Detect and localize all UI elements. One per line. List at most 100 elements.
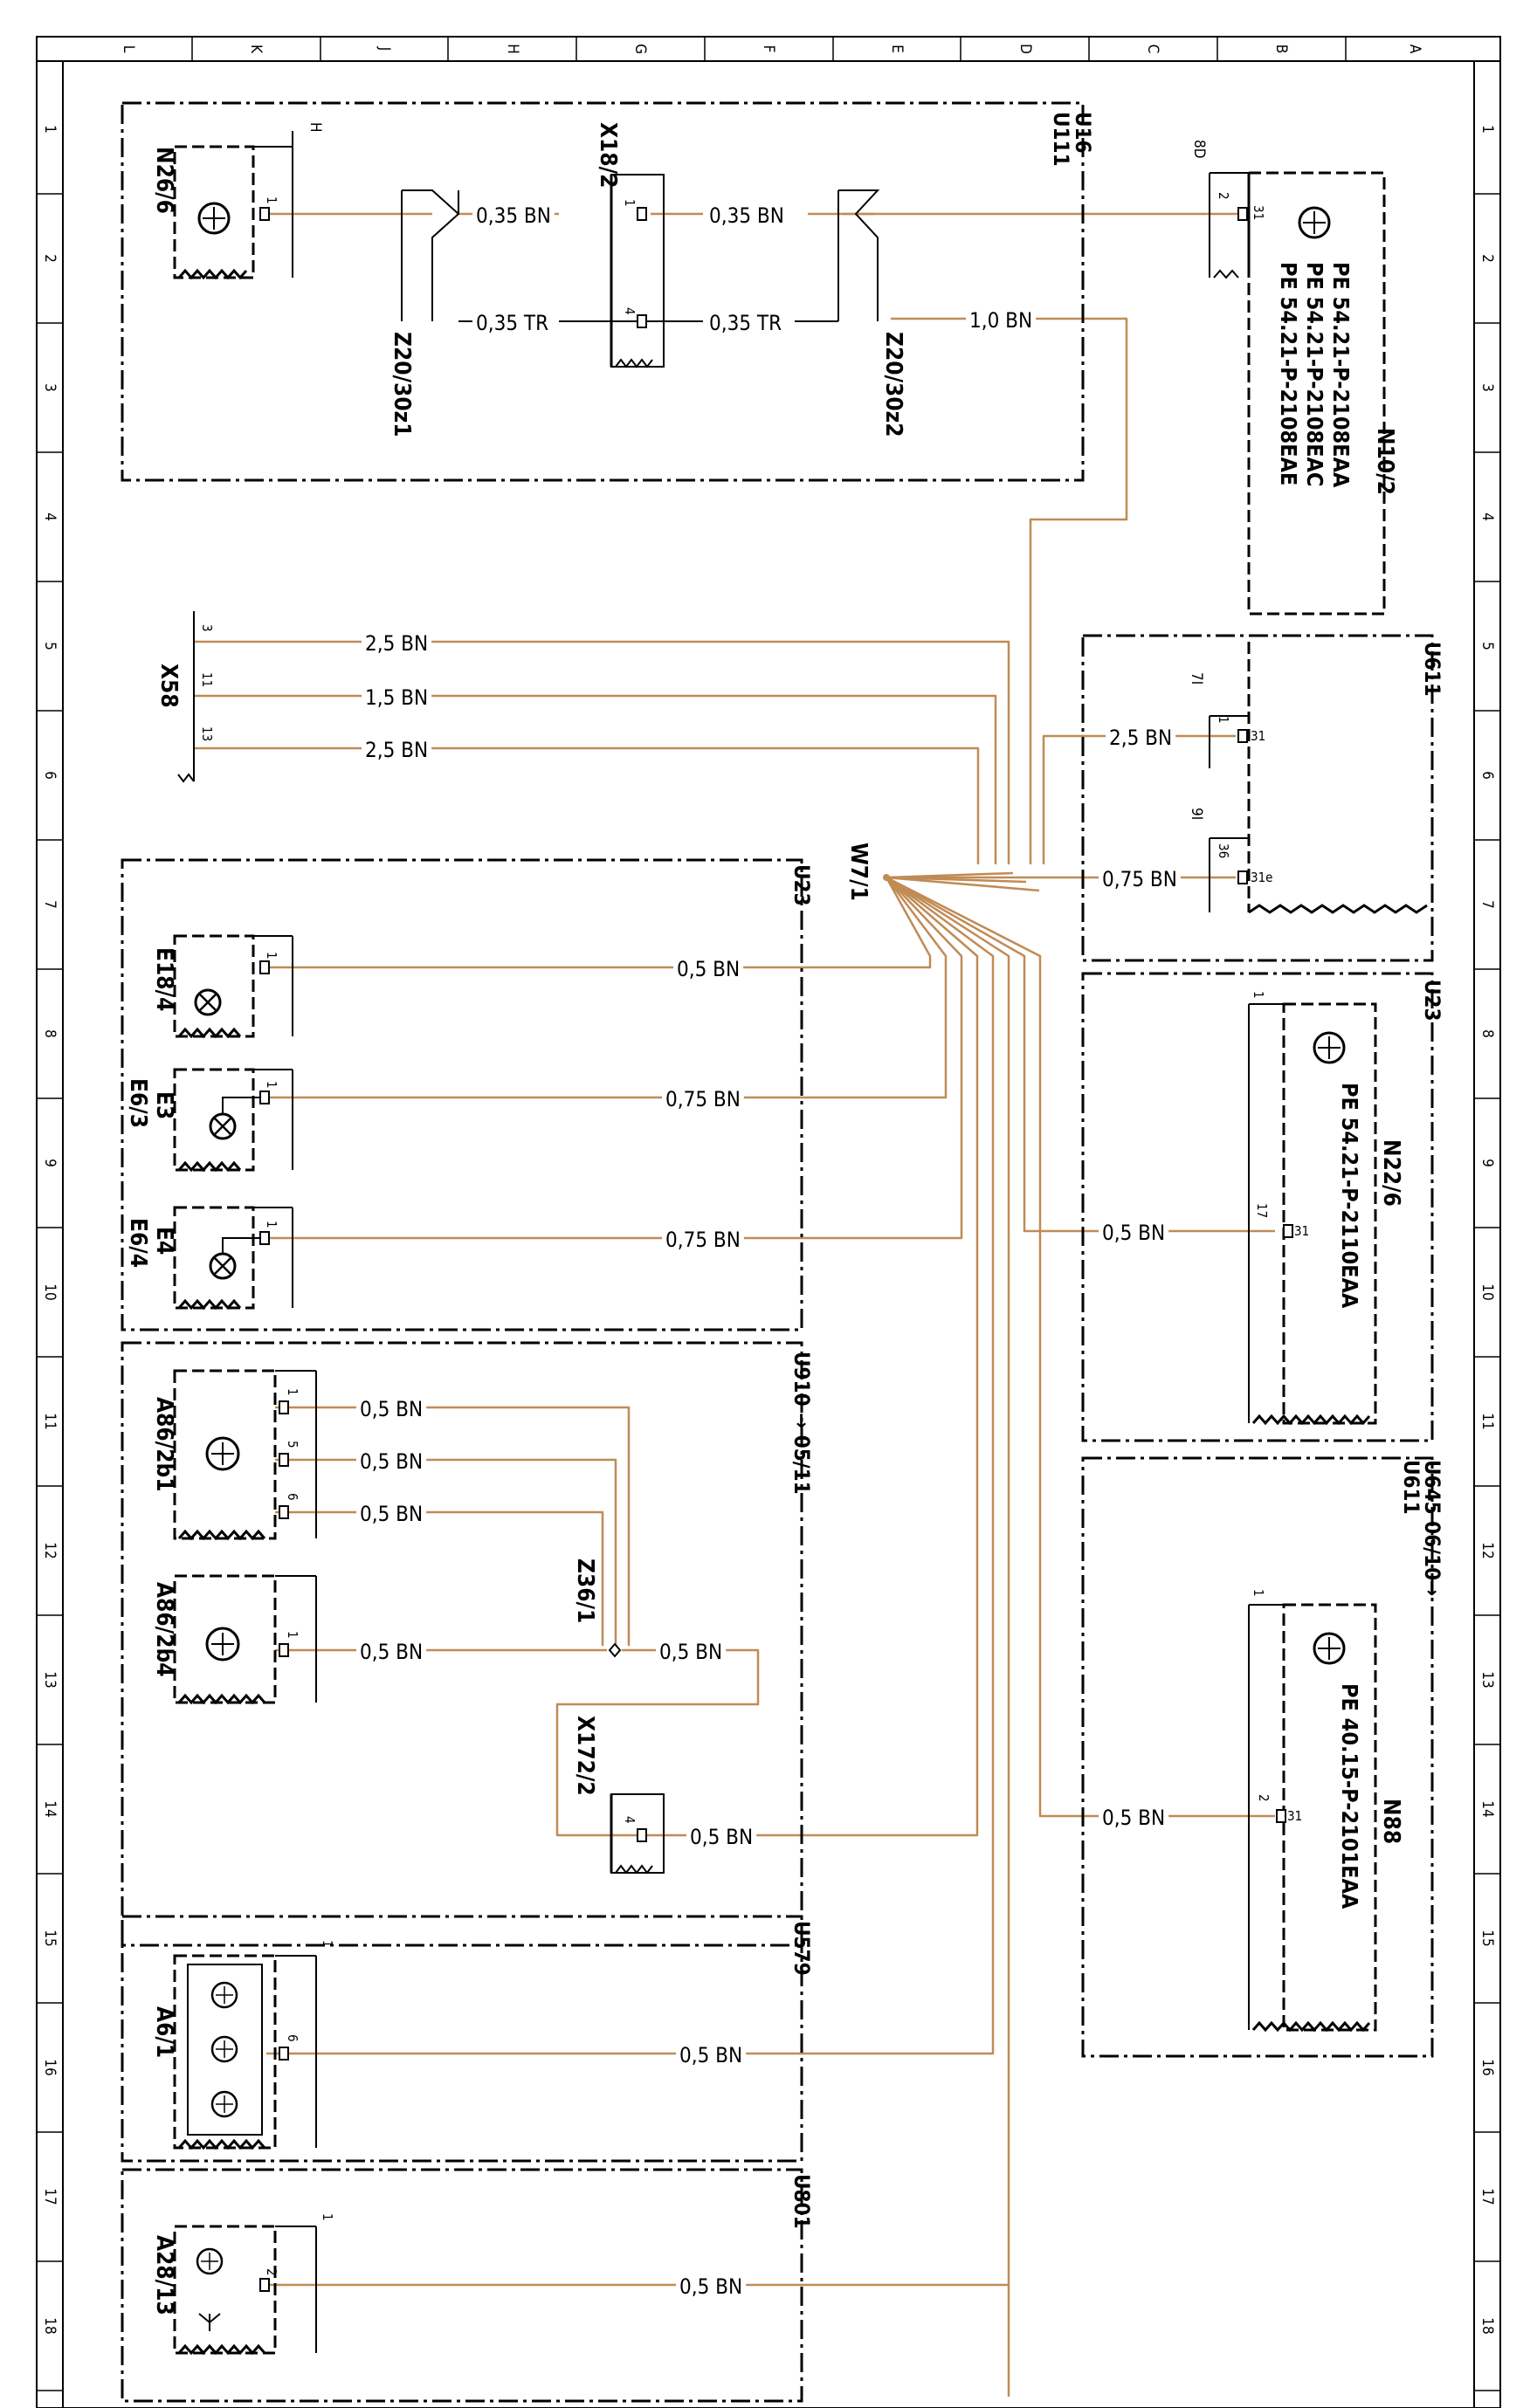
pin-label: 1 <box>285 1631 300 1639</box>
component-n22-6[interactable]: 1 17 31 N22/6 PE 54.21-P-2110EAA <box>1248 991 1404 1426</box>
wire-label-bg <box>356 1397 427 1421</box>
row-number: 7 <box>1478 900 1496 909</box>
wire-x58-13 <box>194 746 980 864</box>
col-letter: A <box>1406 45 1423 54</box>
row-number: 9 <box>1478 1159 1496 1167</box>
wire-label: 0,35 TR <box>709 311 782 335</box>
component-label: N10/2 <box>1372 428 1398 495</box>
splice-z20-30z1: Z20/30z1 <box>389 189 460 437</box>
lamp-e3[interactable]: 1 E3 E6/3 <box>125 1068 293 1173</box>
group-label-u611-b: U611 <box>1399 1460 1423 1515</box>
wire-label-bg <box>1099 1221 1169 1245</box>
wire-label: 0,35 TR <box>476 311 548 335</box>
wire-label-bg <box>362 631 432 656</box>
component-n88[interactable]: 1 2 31 N88 PE 40.15-P-2101EAA <box>1248 1589 1404 2033</box>
pin-label: 1 <box>622 199 638 207</box>
wire-label-bg <box>362 738 432 762</box>
wire-a86-6 <box>275 1510 604 1646</box>
component-label: E18/4 <box>151 947 177 1011</box>
pin-label: 11 <box>199 672 215 687</box>
terminal-label: 31 <box>1287 1808 1302 1824</box>
wire-u611-31 <box>1042 734 1236 864</box>
component-label: E6/3 <box>125 1078 151 1128</box>
module-a6-1[interactable]: 6 1 A6/1 <box>151 1940 335 2150</box>
row-number: 1 <box>41 125 59 134</box>
col-letter: C <box>1144 45 1161 54</box>
col-letter: L <box>120 45 137 53</box>
row-number: 13 <box>1478 1671 1496 1688</box>
wire-label-bg <box>673 957 744 981</box>
pin-label: 17 <box>1254 1203 1270 1218</box>
component-label: E4 <box>151 1227 177 1255</box>
connector-x18-2[interactable]: 1 4 X18/2 <box>595 122 703 368</box>
row-number: 6 <box>1478 771 1496 780</box>
component-label: N88 <box>1378 1799 1404 1844</box>
w7-1-fan <box>266 871 1275 2397</box>
lamp-e18-4[interactable]: 1 E18/4 <box>151 934 293 1039</box>
row-number: 1 <box>1478 125 1496 134</box>
pin-label: 2 <box>264 2268 279 2276</box>
terminal-label: 31 <box>1251 205 1266 220</box>
sensor-icon <box>210 2090 238 2118</box>
component-n10-2[interactable]: 2 31 8D N10/2 PE 54.21-P-2108EAA PE 54.2… <box>1190 140 1398 616</box>
wire-label: 0,5 BN <box>360 1502 423 1526</box>
transistor-icon <box>210 2035 238 2063</box>
sensor-a86-2b1[interactable]: 1 5 6 A86/2b1 <box>151 1369 317 1541</box>
frame-u579 <box>121 1915 803 2163</box>
row-number: 17 <box>41 2188 59 2205</box>
component-label: N22/6 <box>1378 1139 1404 1207</box>
frame-u611-right <box>1081 634 1434 962</box>
wire-label: 2,5 BN <box>365 738 428 762</box>
pin-label: 1 <box>285 1388 300 1396</box>
transistor-icon <box>196 2247 224 2275</box>
group-label-u23-right: U23 <box>1420 980 1444 1022</box>
transistor-icon <box>1313 1632 1346 1665</box>
row-number: 12 <box>1478 1542 1496 1558</box>
group-label-u579: U579 <box>789 1921 814 1976</box>
wire-label-bg <box>706 203 788 228</box>
wire-harness <box>194 212 1275 2397</box>
component-n26-6[interactable]: 1 H N26/6 <box>151 122 324 280</box>
module-a28-13[interactable]: 2 1 A28/13 <box>151 2213 335 2356</box>
pin-label: 1 <box>1251 1589 1266 1597</box>
wire-label: 0,35 BN <box>709 203 784 228</box>
row-ruler-right: 1 2 3 4 5 6 7 8 9 10 11 12 13 14 15 16 1… <box>1473 61 1500 2408</box>
wire-label-bg <box>686 1825 757 1849</box>
frame-u801 <box>121 2168 803 2403</box>
component-label: E3 <box>151 1091 177 1119</box>
row-number: 15 <box>1478 1930 1496 1946</box>
wire-label: 0,5 BN <box>360 1397 423 1421</box>
ref-label: H <box>307 122 324 133</box>
wire-label-bg <box>676 2274 747 2299</box>
splice-z20-30z2: Z20/30z2 <box>837 189 906 437</box>
wire-label-bg <box>356 1640 427 1664</box>
wire-label-bg <box>1106 726 1176 750</box>
col-letter: E <box>888 45 906 53</box>
wire-label: 0,5 BN <box>1102 1221 1165 1245</box>
wire-label: 0,75 BN <box>1102 867 1177 891</box>
lamp-e4[interactable]: 1 E4 E6/4 <box>125 1206 293 1311</box>
pin-label: 1 <box>1251 991 1266 999</box>
row-number: 18 <box>1478 2317 1496 2334</box>
ref-label: 8D <box>1190 140 1208 159</box>
row-number: 17 <box>1478 2188 1496 2205</box>
row-number: 2 <box>1478 254 1496 263</box>
connector-x172-2[interactable]: 4 X172/2 <box>572 1716 665 1875</box>
sensor-a86-2b4[interactable]: 1 A86/2b4 <box>151 1574 317 1705</box>
row-number: 9 <box>41 1159 59 1167</box>
pin-label: 1 <box>1216 716 1231 724</box>
bulb-icon <box>194 988 222 1016</box>
transistor-icon <box>205 1436 240 1471</box>
col-letter: F <box>760 45 777 53</box>
row-ruler-left: 1 2 3 4 5 6 7 8 9 10 11 12 13 14 15 16 1… <box>37 61 64 2408</box>
wire-label-bg <box>966 308 1037 333</box>
antenna-icon <box>198 2313 221 2331</box>
component-label: X18/2 <box>595 122 621 188</box>
connector-x58[interactable]: 3 11 13 X58 <box>155 611 215 783</box>
row-number: 3 <box>41 383 59 392</box>
u611-terminals[interactable]: 1 31 7I 36 31e 9I <box>1188 642 1428 914</box>
component-label: A86/2b4 <box>151 1582 177 1677</box>
splice-label: Z20/30z1 <box>389 332 415 437</box>
ref-label: 9I <box>1188 808 1205 820</box>
pin-label: 6 <box>285 2034 300 2042</box>
